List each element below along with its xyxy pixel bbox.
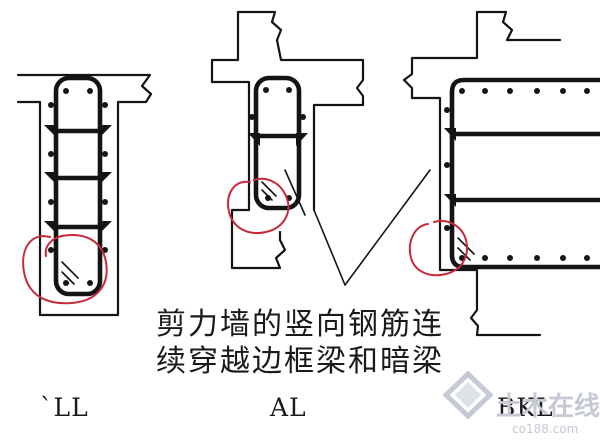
ll-rebar-dot — [48, 102, 54, 108]
al-longitudinal-bars — [249, 87, 306, 201]
ll-rebar-dot — [48, 199, 54, 205]
bkl-rebar-dot — [507, 88, 513, 94]
bkl-rebar-dot — [482, 255, 488, 261]
ll-longitudinal-bars — [48, 88, 108, 286]
al-wall-outline — [210, 10, 287, 270]
bkl-top-right — [475, 10, 562, 42]
ll-stirrup — [53, 75, 103, 297]
ll-rebar-dot — [48, 151, 54, 157]
bkl-longitudinal-bars — [444, 88, 590, 261]
al-hook — [261, 181, 277, 197]
bkl-rebar-dot — [534, 255, 540, 261]
ll-rebar-dot — [48, 247, 54, 253]
ll-corner-wedge — [44, 221, 56, 233]
al-triangle-right — [344, 169, 431, 286]
al-stirrup — [253, 75, 302, 211]
bkl-hook — [457, 247, 471, 261]
ll-rebar-dot — [102, 199, 108, 205]
al-rebar-dot — [249, 114, 255, 120]
label-al: AL — [269, 393, 307, 422]
ll-coupling-beam-section — [16, 73, 153, 317]
bkl-rebar-dot — [482, 88, 488, 94]
bkl-rebar-dot — [560, 88, 566, 94]
ll-rebar-dot — [102, 151, 108, 157]
ll-rebar-dot — [102, 102, 108, 108]
bkl-rebar-dot — [507, 255, 513, 261]
label-bkl: BKL — [497, 393, 554, 422]
ll-slab-outline — [16, 73, 153, 317]
al-rebar-dot — [265, 195, 271, 201]
bkl-corner-wedge — [444, 194, 456, 207]
ll-corner-wedge — [44, 172, 56, 184]
al-rebar-dot — [263, 87, 269, 93]
ll-rebar-dot — [87, 88, 93, 94]
bkl-rebar-dot — [444, 107, 450, 113]
bkl-rebar-dot — [584, 88, 590, 94]
bkl-rebar-dot — [459, 88, 465, 94]
caption-line-2: 续穿越边框梁和暗梁 — [156, 344, 444, 379]
al-triangle-inner — [284, 169, 306, 216]
watermark-brand: 土木在线 — [496, 392, 600, 422]
ll-highlight-circle — [22, 234, 108, 305]
ll-rebar-dot — [63, 280, 69, 286]
bkl-rebar-dot — [584, 255, 590, 261]
al-rebar-dot — [300, 114, 306, 120]
bkl-rebar-dot — [444, 162, 450, 168]
ll-rebar-dot — [87, 280, 93, 286]
ll-hook — [61, 271, 75, 285]
caption-line-1: 剪力墙的竖向钢筋连 — [156, 307, 444, 342]
bkl-corner-wedge — [444, 128, 456, 141]
al-rebar-dot — [286, 87, 292, 93]
bkl-rebar-dot — [560, 255, 566, 261]
bkl-frame-beam-section — [402, 10, 600, 337]
label-ll: `LL — [40, 393, 89, 422]
bkl-rebar-dot — [534, 88, 540, 94]
ll-corner-wedge — [100, 221, 112, 233]
al-highlight-circle — [227, 177, 290, 234]
bkl-rebar-dot — [444, 225, 450, 231]
al-slab-right — [236, 10, 365, 212]
ll-corner-wedge — [100, 172, 112, 184]
al-corner-wedge — [296, 133, 308, 146]
al-corner-wedge — [248, 133, 260, 146]
watermark-site: co188.com — [512, 422, 578, 436]
watermark-logo-icon — [442, 370, 494, 420]
ll-rebar-dot — [63, 88, 69, 94]
bkl-wall-outline — [402, 10, 480, 337]
ll-hook — [61, 261, 79, 279]
ll-corner-wedge — [100, 125, 112, 137]
al-triangle-left — [313, 209, 346, 286]
bkl-highlight-circle — [409, 220, 468, 277]
bkl-stirrup — [449, 77, 600, 270]
al-concealed-beam-section — [210, 10, 431, 286]
watermark: 土木在线 co188.com — [442, 370, 600, 436]
ll-corner-wedge — [44, 125, 56, 137]
